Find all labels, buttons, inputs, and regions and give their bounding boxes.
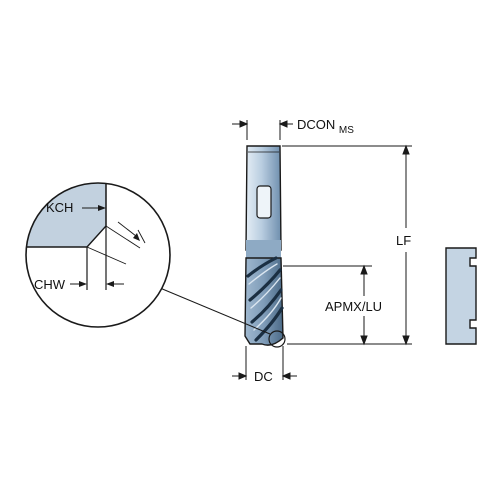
dcon-subscript: MS — [339, 125, 354, 136]
dc-dimension — [232, 346, 297, 380]
dcon-dimension — [232, 120, 293, 140]
detail-leader-line — [159, 287, 271, 335]
chamfer-angle-arrow — [133, 233, 140, 241]
end-mill-tool — [244, 145, 286, 348]
chw-label: CHW — [34, 277, 66, 292]
lf-dimension — [282, 144, 412, 346]
dc-label: DC — [254, 369, 273, 384]
kch-arrowhead — [98, 205, 106, 211]
kch-label: KCH — [46, 200, 73, 215]
lf-label: LF — [396, 233, 411, 248]
dcon-label: DCON MS — [297, 117, 354, 136]
helix-highlights — [248, 263, 282, 331]
edge-detail-view: KCH CHW — [25, 182, 171, 328]
chw-arrow-left — [79, 281, 87, 287]
dcon-main-text: DCON — [297, 117, 335, 132]
detail-circle-outline — [25, 182, 171, 328]
helix-flutes — [246, 256, 284, 342]
chw-arrow-right — [106, 281, 114, 287]
apmx-dimension — [283, 264, 372, 346]
apmx-lu-label: APMX/LU — [325, 299, 382, 314]
clamping-flat — [256, 185, 272, 219]
tool-end-profile — [445, 247, 477, 345]
corner-detail-marker — [268, 330, 286, 348]
tool-neck — [246, 240, 281, 262]
